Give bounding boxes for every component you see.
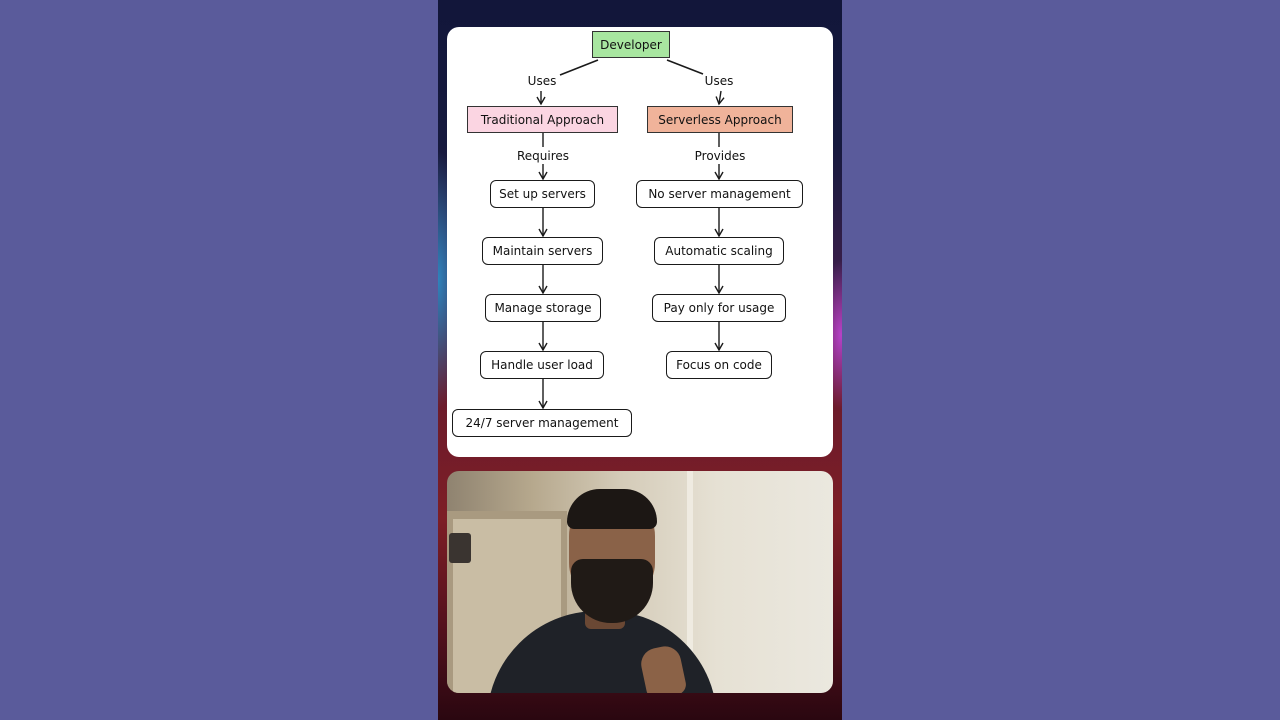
left-background-panel <box>0 0 438 720</box>
node-manage-storage: Manage storage <box>485 294 601 322</box>
node-no-server-management: No server management <box>636 180 803 208</box>
node-serverless-approach: Serverless Approach <box>647 106 793 133</box>
node-traditional-approach: Traditional Approach <box>467 106 618 133</box>
arrow-to-serverless <box>715 90 725 106</box>
node-developer: Developer <box>592 31 670 58</box>
edge-root-to-left-label <box>559 59 599 76</box>
diagram-card: Developer Uses Uses Traditional Approach… <box>447 27 833 457</box>
node-handle-user-load: Handle user load <box>480 351 604 379</box>
wall-object <box>449 533 471 563</box>
edge-label-requires: Requires <box>516 149 570 163</box>
short-video-frame: Developer Uses Uses Traditional Approach… <box>438 0 842 720</box>
right-background-panel <box>842 0 1280 720</box>
node-24-7-server-management: 24/7 server management <box>452 409 632 437</box>
node-focus-on-code: Focus on code <box>666 351 772 379</box>
node-automatic-scaling: Automatic scaling <box>654 237 784 265</box>
wall-corner <box>687 471 693 693</box>
diagram-connectors <box>536 59 725 410</box>
edge-root-to-right-label <box>666 59 704 75</box>
presenter-hair <box>567 489 657 529</box>
edge-label-uses-left: Uses <box>527 74 557 88</box>
webcam-video <box>447 471 833 693</box>
edge-label-uses-right: Uses <box>704 74 734 88</box>
node-pay-only-for-usage: Pay only for usage <box>652 294 786 322</box>
presenter-beard <box>571 559 653 623</box>
node-maintain-servers: Maintain servers <box>482 237 603 265</box>
node-set-up-servers: Set up servers <box>490 180 595 208</box>
edge-label-provides: Provides <box>694 149 746 163</box>
